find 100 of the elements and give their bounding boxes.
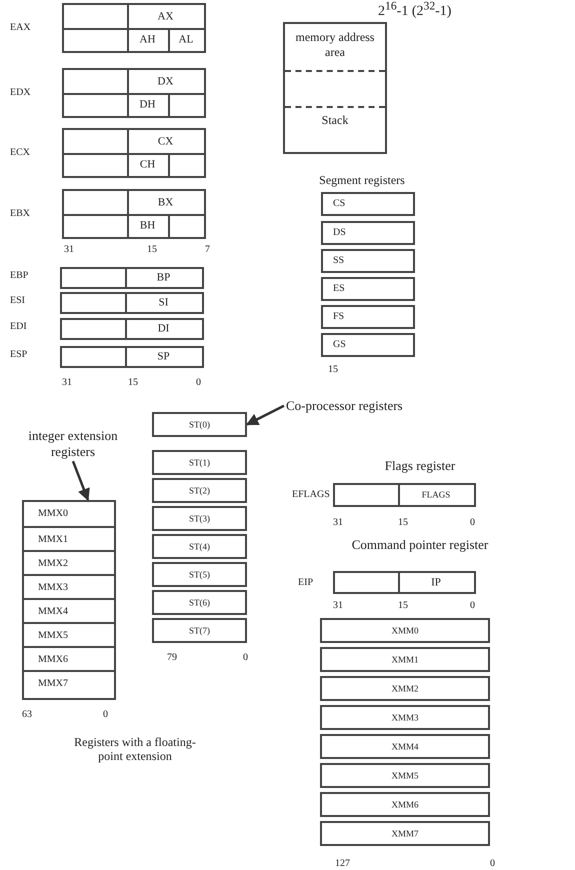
bit-number: 31 xyxy=(62,377,72,389)
bit-number: 15 xyxy=(398,600,408,612)
register-box xyxy=(320,763,490,788)
register-box xyxy=(152,412,247,437)
memory-map-box xyxy=(283,22,387,154)
register-label: EIP xyxy=(298,578,313,588)
bit-number: 79 xyxy=(167,652,177,664)
register-name: SS xyxy=(333,256,344,266)
register-box xyxy=(320,618,490,643)
register-box xyxy=(320,821,490,846)
register-name: MMX1 xyxy=(38,535,68,545)
register-box xyxy=(320,676,490,701)
register-name: XMM2 xyxy=(392,684,418,693)
register-name: CX xyxy=(158,136,174,147)
register-name: DI xyxy=(158,324,170,334)
register-name: ST(2) xyxy=(189,486,210,495)
register-label: EDI xyxy=(10,322,27,332)
register-box xyxy=(333,571,476,594)
register-name: XMM3 xyxy=(392,713,418,722)
register-label: ECX xyxy=(10,148,30,158)
register-label: EAX xyxy=(10,23,31,33)
register-box xyxy=(320,705,490,730)
register-box xyxy=(60,267,204,289)
bit-number: 31 xyxy=(64,244,74,256)
register-name: MMX5 xyxy=(38,631,68,641)
register-box xyxy=(321,333,415,357)
register-name: IP xyxy=(431,577,441,588)
bit-number: 7 xyxy=(205,244,210,256)
register-box xyxy=(60,346,204,368)
register-name: MMX4 xyxy=(38,607,68,617)
register-box xyxy=(152,590,247,615)
register-name: XMM0 xyxy=(392,626,418,635)
register-name: BX xyxy=(158,197,174,208)
register-name: ST(7) xyxy=(189,626,210,635)
bit-number: 15 xyxy=(128,377,138,389)
register-name: MMX3 xyxy=(38,583,68,593)
register-name: CS xyxy=(333,199,346,209)
register-box xyxy=(152,450,247,475)
register-label: ESI xyxy=(10,296,25,306)
register-name: ST(3) xyxy=(189,514,210,523)
register-name: MMX7 xyxy=(38,679,68,689)
register-name: SP xyxy=(157,352,170,362)
register-name: XMM7 xyxy=(392,829,418,838)
bit-number: 0 xyxy=(103,709,108,721)
register-name: MMX0 xyxy=(38,509,68,519)
register-box xyxy=(152,506,247,531)
register-box xyxy=(320,647,490,672)
bit-number: 0 xyxy=(196,377,201,389)
register-name: CH xyxy=(140,159,156,170)
register-label: EDX xyxy=(10,88,31,98)
register-name: ES xyxy=(333,284,345,294)
register-label: EBX xyxy=(10,209,30,219)
register-name: DX xyxy=(158,76,174,87)
bit-number: 15 xyxy=(147,244,157,256)
register-box xyxy=(152,534,247,559)
bit-number: 127 xyxy=(335,858,350,870)
bit-number: 0 xyxy=(490,858,495,870)
register-box xyxy=(321,305,415,329)
arrow xyxy=(72,460,90,502)
register-box xyxy=(321,249,415,273)
register-box xyxy=(321,192,415,216)
heading-text: integer extension registers xyxy=(8,428,138,460)
register-name: XMM6 xyxy=(392,800,418,809)
register-name: AX xyxy=(158,11,174,22)
heading-text: Segment registers xyxy=(319,172,405,188)
bit-number: 63 xyxy=(22,709,32,721)
register-box xyxy=(62,128,206,178)
register-name: XMM5 xyxy=(392,771,418,780)
register-name: AL xyxy=(178,34,194,45)
register-box xyxy=(62,3,206,53)
bit-number: 31 xyxy=(333,600,343,612)
register-name: MMX2 xyxy=(38,559,68,569)
register-box xyxy=(60,292,204,314)
register-name: AH xyxy=(140,34,156,45)
heading-text: Flags register xyxy=(384,458,456,474)
register-box xyxy=(62,189,206,239)
arrow xyxy=(246,404,285,426)
memory-area-label: Stack xyxy=(322,114,348,126)
register-name: BH xyxy=(140,220,156,231)
register-name: XMM4 xyxy=(392,742,418,751)
register-name: XMM1 xyxy=(392,655,418,664)
register-name: MMX6 xyxy=(38,655,68,665)
register-box xyxy=(62,68,206,118)
register-name: BP xyxy=(156,272,170,284)
register-name: DH xyxy=(140,99,156,110)
register-label: EFLAGS xyxy=(292,490,330,500)
bit-number: 15 xyxy=(398,517,408,529)
memory-area-label: memory address area xyxy=(294,30,376,60)
register-box xyxy=(152,562,247,587)
register-box xyxy=(333,483,476,507)
bit-number: 31 xyxy=(333,517,343,529)
register-box xyxy=(320,734,490,759)
register-stack-box xyxy=(22,500,116,700)
heading-text: Command pointer register xyxy=(352,537,488,553)
register-name: SI xyxy=(158,298,168,308)
register-name: ST(0) xyxy=(189,420,210,429)
register-box xyxy=(320,792,490,817)
register-name: ST(4) xyxy=(189,542,210,551)
register-name: FLAGS xyxy=(422,490,450,500)
register-name: ST(6) xyxy=(189,598,210,607)
